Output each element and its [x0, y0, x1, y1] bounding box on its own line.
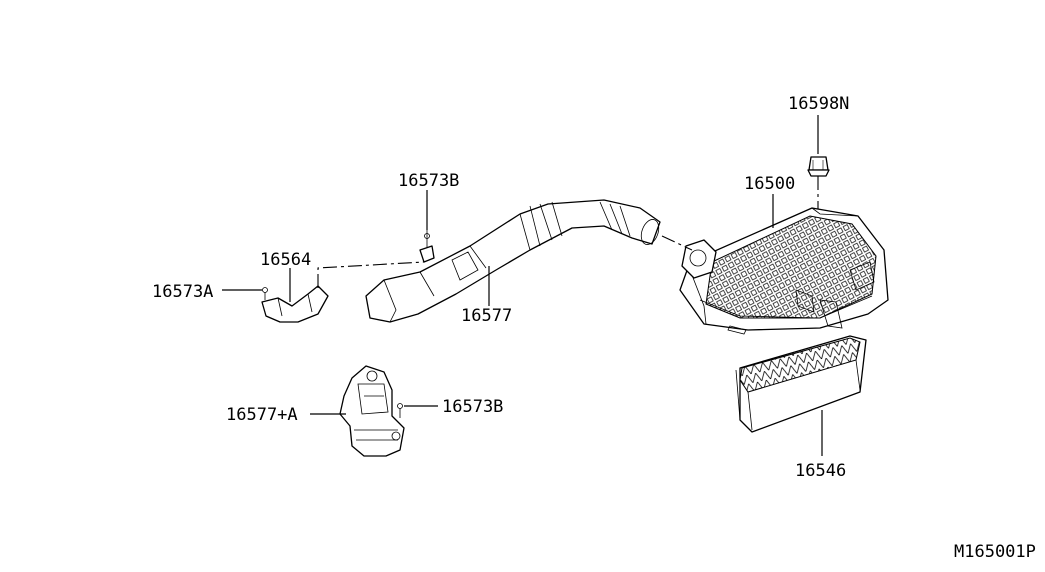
clip-16573b-top — [419, 230, 435, 263]
air-cleaner-housing-16500 — [679, 207, 889, 335]
label-16573b-top: 16573B — [398, 171, 459, 191]
label-16500: 16500 — [744, 174, 795, 194]
resonator-16577a — [339, 365, 405, 457]
grommet-16598n — [807, 156, 830, 177]
label-16564: 16564 — [260, 250, 311, 270]
diagram-code: M165001P — [954, 542, 1036, 562]
air-filter-element-16546 — [735, 335, 867, 433]
label-16598n: 16598N — [788, 94, 849, 114]
label-16546: 16546 — [795, 461, 846, 481]
bracket-16564 — [261, 285, 329, 323]
bolt-16573a — [262, 287, 268, 300]
label-16573a: 16573A — [152, 282, 213, 302]
label-16573b-bottom: 16573B — [442, 397, 503, 417]
dash-bracket-to-duct — [317, 261, 425, 288]
air-duct-16577 — [365, 199, 661, 323]
label-16577: 16577 — [461, 306, 512, 326]
clip-16573b-bottom — [397, 403, 403, 418]
dash-duct-to-housing — [661, 235, 693, 251]
label-16577a: 16577+A — [226, 405, 298, 425]
